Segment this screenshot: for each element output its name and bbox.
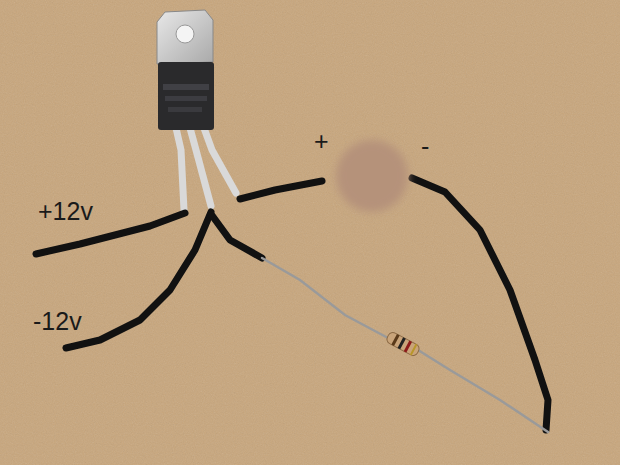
polarity-mark: - <box>421 133 429 161</box>
supply-label: +12v <box>38 198 93 226</box>
supply-label: -12v <box>33 308 82 336</box>
voltage-regulator <box>157 10 214 130</box>
wires <box>36 178 548 430</box>
polarity-mark: + <box>314 128 329 156</box>
resistor-leads <box>262 258 548 432</box>
resistor-symbol <box>385 331 421 358</box>
regulator-pins <box>176 128 236 210</box>
component-blob <box>336 140 408 212</box>
